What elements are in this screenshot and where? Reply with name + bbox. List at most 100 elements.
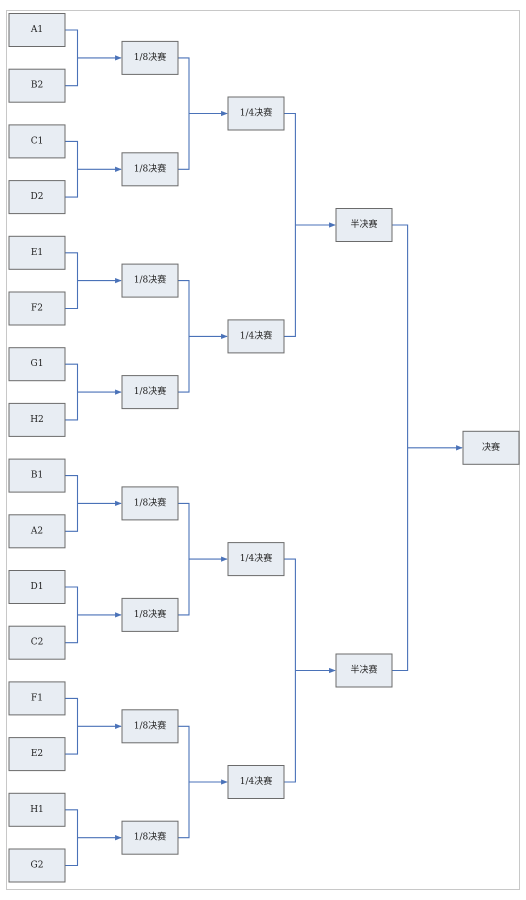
- node-box: [8, 514, 66, 549]
- bracket-node-g8: H2: [8, 402, 66, 437]
- node-label: C1: [31, 136, 44, 146]
- connector-quarter-final-to-sf-1: [284, 112, 335, 337]
- node-label: D2: [31, 192, 44, 202]
- connector-round-of-16-to-qf-2: [178, 280, 227, 393]
- bracket-node-g7: G1: [8, 347, 66, 382]
- bracket-node-r16-1: 1/8决赛: [121, 40, 179, 75]
- node-label: E1: [31, 248, 43, 258]
- node-box: [121, 597, 179, 632]
- node-label: B1: [31, 471, 43, 481]
- node-label: 1/4决赛: [240, 552, 273, 564]
- bracket-node-qf-2: 1/4决赛: [227, 319, 285, 354]
- node-label: 半决赛: [350, 664, 377, 676]
- connector-quarter-final-to-sf-2: [284, 558, 335, 783]
- bracket-node-qf-1: 1/4决赛: [227, 96, 285, 131]
- bracket-node-final-1: 决赛: [462, 430, 520, 465]
- bracket-node-r16-5: 1/8决赛: [121, 486, 179, 521]
- node-box: [335, 208, 393, 242]
- bracket-node-r16-7: 1/8决赛: [121, 709, 179, 744]
- connector-round-of-16-to-qf-3: [178, 502, 227, 616]
- node-box: [121, 486, 179, 521]
- bracket-node-g16: G2: [8, 848, 66, 883]
- node-box: [121, 375, 179, 410]
- connector-groups-to-r16-2: [65, 140, 121, 198]
- bracket-node-sf-1: 半决赛: [335, 208, 393, 242]
- node-label: 1/8决赛: [134, 608, 167, 620]
- node-label: F1: [31, 693, 43, 703]
- bracket-node-r16-3: 1/8决赛: [121, 263, 179, 298]
- node-box: [227, 96, 285, 131]
- node-box: [8, 402, 66, 437]
- node-label: 1/8决赛: [134, 162, 167, 174]
- node-box: [8, 737, 66, 772]
- node-label: D1: [31, 582, 44, 592]
- node-label: G2: [31, 861, 44, 871]
- node-label: C2: [31, 638, 44, 648]
- node-label: 1/8决赛: [134, 274, 167, 286]
- node-box: [8, 124, 66, 159]
- connector-round-of-16-to-qf-4: [178, 725, 227, 839]
- node-box: [8, 235, 66, 270]
- node-box: [8, 848, 66, 883]
- node-box: [8, 347, 66, 382]
- node-label: B2: [31, 81, 43, 91]
- connector-groups-to-r16-5: [65, 475, 121, 532]
- connector-groups-to-r16-6: [65, 586, 121, 644]
- node-label: E2: [31, 749, 43, 759]
- node-box: [121, 152, 179, 187]
- node-label: 1/4决赛: [240, 329, 273, 341]
- node-label: 1/8决赛: [134, 51, 167, 63]
- node-label: H1: [30, 805, 44, 815]
- bracket-node-g15: H1: [8, 792, 66, 827]
- bracket-node-g3: C1: [8, 124, 66, 159]
- node-label: F2: [31, 304, 43, 314]
- node-label: 1/8决赛: [134, 719, 167, 731]
- bracket-node-g14: E2: [8, 737, 66, 772]
- connector-groups-to-r16-7: [65, 697, 121, 755]
- node-box: [227, 319, 285, 354]
- connector-round-of-16-to-qf-1: [178, 57, 227, 170]
- node-box: [8, 458, 66, 493]
- node-box: [8, 681, 66, 716]
- bracket-node-g12: C2: [8, 625, 66, 660]
- node-label: 1/4决赛: [240, 775, 273, 787]
- node-label: A2: [30, 526, 43, 536]
- bracket-node-r16-8: 1/8决赛: [121, 820, 179, 855]
- node-box: [121, 709, 179, 744]
- bracket-node-g11: D1: [8, 570, 66, 604]
- node-box: [8, 68, 66, 103]
- node-box: [8, 625, 66, 660]
- bracket-node-r16-2: 1/8决赛: [121, 152, 179, 187]
- bracket-node-g2: B2: [8, 68, 66, 103]
- node-box: [227, 542, 285, 577]
- node-box: [8, 291, 66, 326]
- node-box: [462, 430, 520, 465]
- bracket-node-g4: D2: [8, 180, 66, 215]
- connector-groups-to-r16-8: [65, 809, 121, 867]
- node-box: [121, 40, 179, 75]
- connector-groups-to-r16-4: [65, 363, 121, 421]
- node-box: [8, 792, 66, 827]
- node-label: H2: [30, 415, 44, 425]
- connector-semi-final-to-final-1: [392, 224, 462, 672]
- node-label: 1/8决赛: [134, 496, 167, 508]
- node-label: 1/4决赛: [240, 107, 273, 119]
- bracket-node-sf-2: 半决赛: [335, 653, 393, 688]
- connector-groups-to-r16-1: [65, 29, 121, 87]
- connector-layer: [65, 29, 462, 867]
- node-label: 1/8决赛: [134, 385, 167, 397]
- bracket-node-r16-4: 1/8决赛: [121, 375, 179, 410]
- node-box: [8, 570, 66, 604]
- node-label: 1/8决赛: [134, 831, 167, 843]
- bracket-node-qf-3: 1/4决赛: [227, 542, 285, 577]
- bracket-node-g1: A1: [8, 13, 66, 47]
- node-box: [8, 180, 66, 215]
- bracket-node-g5: E1: [8, 235, 66, 270]
- bracket-node-r16-6: 1/8决赛: [121, 597, 179, 632]
- node-label: A1: [30, 25, 43, 35]
- bracket-node-qf-4: 1/4决赛: [227, 765, 285, 799]
- bracket-node-g13: F1: [8, 681, 66, 716]
- bracket-node-g6: F2: [8, 291, 66, 326]
